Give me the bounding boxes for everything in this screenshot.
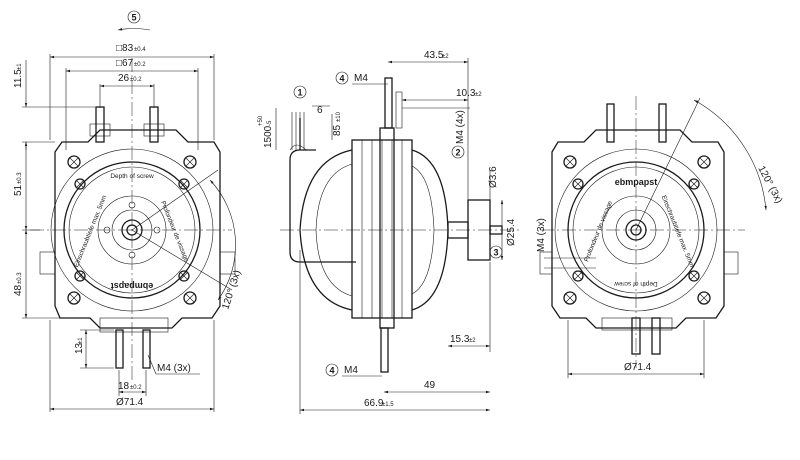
dim-11-5-tolerance: ±1 — [17, 63, 23, 70]
side-marker-3: 3 — [489, 245, 503, 259]
dim-49-value: 49 — [424, 380, 436, 391]
side-m4-top-label: M4 — [354, 73, 368, 84]
rear-bottom-flange — [601, 317, 673, 331]
dim-43-5-tolerance: ±2 — [442, 54, 449, 60]
dim-85-tolerance: ±10 — [336, 111, 342, 122]
front-top-pin-base-right — [143, 123, 165, 137]
dim-18-tolerance: ±0.2 — [130, 385, 142, 391]
rear-side-lug-right — [723, 251, 739, 275]
rear-view: ebmpapst Profondeur de vissage Einschrau… — [536, 96, 784, 378]
side-marker-1: 1 — [293, 85, 307, 99]
dim-26-tolerance: ±0.2 — [130, 77, 142, 83]
front-angle-ray-1 — [131, 169, 219, 231]
dim-15-3-tolerance: ±2 — [469, 338, 476, 344]
side-lead-wires — [291, 112, 305, 150]
dim-26-value: 26 — [118, 73, 130, 84]
side-marker-3-label: 3 — [493, 248, 498, 258]
dim-1500-tol-up: +50 — [258, 115, 264, 126]
side-view: 1 4 M4 2 3 4 M4 43.5 ±2 10.3 ±2 — [258, 50, 520, 414]
dim-48-tolerance: ±0.3 — [17, 272, 23, 284]
dim-48-value: 48 — [13, 284, 24, 296]
front-angle-arc — [209, 179, 236, 301]
rear-housing-outline — [551, 129, 725, 329]
dim-10-3-value: 10.3 — [456, 88, 476, 99]
front-top-pin-left — [95, 106, 105, 143]
rear-einschraub-label: Einschraubtiefe max. 5mm — [660, 194, 695, 268]
rear-profondeur-label: Profondeur de vissage — [583, 200, 614, 263]
side-m4-4x-label: M4 (4x) — [455, 110, 466, 144]
dim-67-value: □67 — [116, 58, 134, 69]
side-stator-laminations — [361, 140, 403, 318]
side-marker-2: 2 — [451, 145, 465, 159]
dim-51-tolerance: ±0.3 — [17, 172, 23, 184]
rear-angle-label: 120° (3x) — [755, 164, 784, 205]
dim-85-value: 85 — [332, 124, 343, 136]
rotation-marker-number: 5 — [131, 13, 136, 23]
rear-dim-71-4-value: Ø71.4 — [624, 362, 652, 373]
dim-1500-tol-down: -5 — [267, 120, 273, 126]
dim-18-value: 18 — [118, 381, 130, 392]
side-marker-2-label: 2 — [455, 148, 460, 158]
dim-66-9-value: 66.9 — [364, 398, 384, 409]
front-side-lug-left — [39, 251, 56, 275]
front-m4-leader — [147, 354, 157, 375]
rear-brand-logo: ebmpapst — [615, 177, 658, 187]
front-top-pin-base-left — [89, 123, 111, 137]
rear-top-stud-left — [606, 103, 615, 143]
front-angle-label: 120° (3x) — [220, 269, 243, 311]
front-view: 5 — [13, 10, 243, 412]
dim-71-4-value: Ø71.4 — [116, 397, 144, 408]
rear-top-stud-right — [658, 103, 667, 143]
side-marker-1-label: 1 — [297, 88, 302, 98]
rear-m4-3x-label: M4 (3x) — [536, 218, 547, 252]
side-bottom-stud — [380, 327, 389, 373]
dim-11-5-value: 11.5 — [13, 69, 24, 88]
side-lead-ends — [289, 144, 307, 151]
dim-43-5-value: 43.5 — [424, 50, 444, 61]
rear-angle-ray — [635, 97, 701, 231]
front-bottom-flange — [99, 317, 169, 333]
dim-3-6-value: Ø3.6 — [488, 166, 499, 188]
rear-side-lug-left — [539, 251, 553, 275]
front-m4-3x-label: M4 (3x) — [157, 363, 191, 374]
side-cable — [289, 149, 356, 263]
side-top-stud-2 — [395, 91, 403, 129]
rear-angle-arc — [693, 99, 767, 211]
dim-51-value: 51 — [13, 184, 24, 196]
dim-83-tolerance: ±0.4 — [134, 47, 146, 53]
dim-1500-value: 1500 — [263, 125, 274, 148]
front-bottom-stud-left — [115, 329, 124, 369]
dim-83-value: □83 — [116, 43, 134, 54]
dim-66-9-tolerance: ±1.5 — [382, 402, 394, 408]
rotation-marker: 5 — [117, 10, 151, 31]
side-marker-4-top: 4 M4 — [335, 71, 388, 85]
dim-25-4-value: Ø25.4 — [506, 218, 517, 246]
dim-10-3-tolerance: ±2 — [475, 92, 482, 98]
side-marker-4-bottom-label: 4 — [329, 366, 334, 376]
side-top-stud — [384, 77, 393, 129]
front-einschraub-label: Einschraubtiefe max. 5mm — [73, 194, 108, 268]
front-corner-screws — [67, 155, 197, 305]
dim-67-tolerance: ±0.2 — [134, 62, 146, 68]
front-top-pin-right — [149, 106, 159, 143]
front-angle-ray-2 — [131, 229, 233, 291]
front-profondeur-label: Profondeur de vissage — [159, 200, 190, 263]
dim-6-value: 6 — [317, 105, 323, 116]
dim-15-3-value: 15.3 — [450, 334, 470, 345]
front-bottom-stud-right — [142, 329, 151, 369]
dim-13-tolerance: ±1 — [78, 337, 84, 344]
side-m4-bottom-label: M4 — [344, 365, 358, 376]
side-marker-4-bottom: 4 M4 — [325, 363, 382, 377]
rear-bottom-pin-right — [651, 317, 661, 355]
side-winding-left — [299, 149, 353, 311]
dim-13-value: 13 — [74, 342, 85, 354]
side-marker-4-top-label: 4 — [339, 74, 344, 84]
